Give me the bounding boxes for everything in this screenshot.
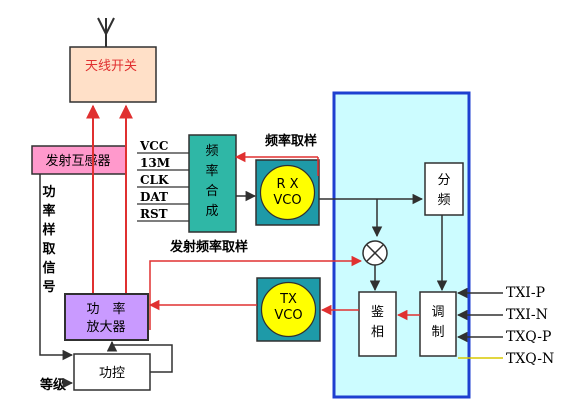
power-sample-char-6: 号 xyxy=(42,280,55,295)
antenna-switch-box xyxy=(69,46,157,103)
synth-char-1: 频 xyxy=(205,144,218,159)
rx-vco-label-2: VCO xyxy=(273,193,301,208)
mixer-x-2 xyxy=(366,244,384,262)
divider-char-1: 分 xyxy=(437,173,450,188)
divider-char-2: 频 xyxy=(437,193,450,208)
power-sample-wire xyxy=(39,174,74,361)
coupler-box xyxy=(31,145,127,175)
coupler-label: 发射互感器 xyxy=(45,153,110,169)
tx-vco-circle xyxy=(260,281,317,338)
power-control-box xyxy=(73,353,151,391)
power-control-label: 功控 xyxy=(99,366,125,381)
divider-box xyxy=(424,162,464,216)
power-sample-char-1: 功 xyxy=(42,185,55,200)
signal-rst: RST xyxy=(140,207,168,221)
rx-vco-circle xyxy=(259,164,316,221)
signal-vcc: VCC xyxy=(139,139,168,153)
synthesizer-box xyxy=(188,134,237,233)
antenna-icon xyxy=(97,17,115,48)
synth-char-2: 率 xyxy=(205,163,218,179)
signal-txi-n: TXI-N xyxy=(506,307,548,323)
power-sample-char-3: 样 xyxy=(42,222,55,238)
signal-txq-p: TXQ-P xyxy=(506,329,551,345)
tx-freq-sample-path xyxy=(149,255,363,330)
mod-char-2: 制 xyxy=(431,325,444,340)
modulator-box xyxy=(419,291,457,357)
pa-label-1: 功 率 xyxy=(86,301,125,317)
antenna-switch-label: 天线开关 xyxy=(85,59,137,74)
synth-char-3: 合 xyxy=(205,184,218,199)
freq-sample-label: 频率取样 xyxy=(265,133,317,149)
power-sample-char-5: 信 xyxy=(42,260,55,276)
power-sample-char-4: 取 xyxy=(42,242,56,257)
rx-vco-label-1: R X xyxy=(276,177,298,192)
control-signal-lines xyxy=(137,152,189,222)
phase-detector-box xyxy=(358,291,397,357)
power-control-loop xyxy=(106,340,173,373)
tx-vco-label-2: VCO xyxy=(274,308,302,323)
pd-char-1: 鉴 xyxy=(371,305,384,320)
tx-freq-sample-label: 发射频率取样 xyxy=(169,239,248,255)
signal-clk: CLK xyxy=(140,173,169,187)
signal-txi-p: TXI-P xyxy=(506,285,545,301)
signal-dat: DAT xyxy=(140,190,168,204)
mod-char-1: 调 xyxy=(431,305,444,320)
pd-char-2: 相 xyxy=(371,325,384,340)
signal-13m: 13M xyxy=(140,156,170,170)
level-label: 等级 xyxy=(39,377,67,393)
power-amp-box xyxy=(64,293,149,341)
signal-txq-n: TXQ-N xyxy=(506,351,554,367)
synth-char-4: 成 xyxy=(205,204,218,219)
pa-label-2: 放大器 xyxy=(86,320,125,335)
power-sample-char-2: 率 xyxy=(42,203,55,219)
tx-vco-label-1: TX xyxy=(279,292,297,307)
